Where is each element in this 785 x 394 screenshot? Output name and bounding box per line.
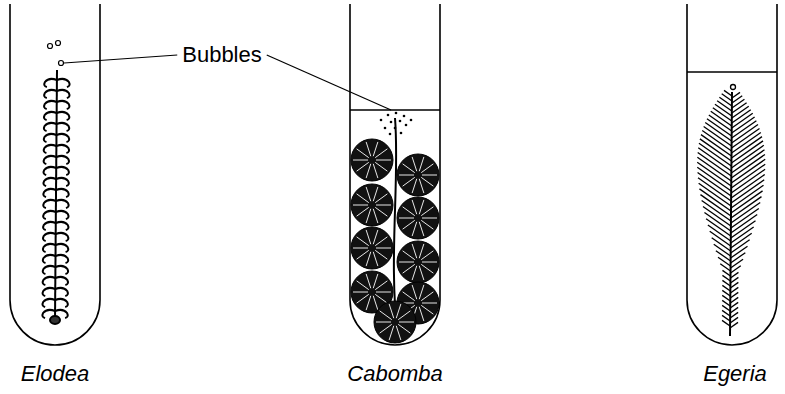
- water-level: [350, 109, 440, 111]
- leader-line: [64, 55, 177, 63]
- test-tube: [350, 4, 440, 345]
- egeria-plant: [697, 85, 765, 337]
- plant-name: Cabomba: [347, 362, 442, 386]
- test-tube: [687, 4, 777, 345]
- plant-name: Egeria: [703, 362, 767, 386]
- leader-line: [267, 55, 391, 110]
- plant-name: Elodea: [21, 362, 90, 386]
- callout-label: Bubbles: [182, 43, 262, 67]
- test-tube: [10, 4, 100, 345]
- cabomba-plant: [351, 112, 439, 343]
- water-level: [687, 71, 777, 73]
- elodea-plant: [42, 41, 69, 325]
